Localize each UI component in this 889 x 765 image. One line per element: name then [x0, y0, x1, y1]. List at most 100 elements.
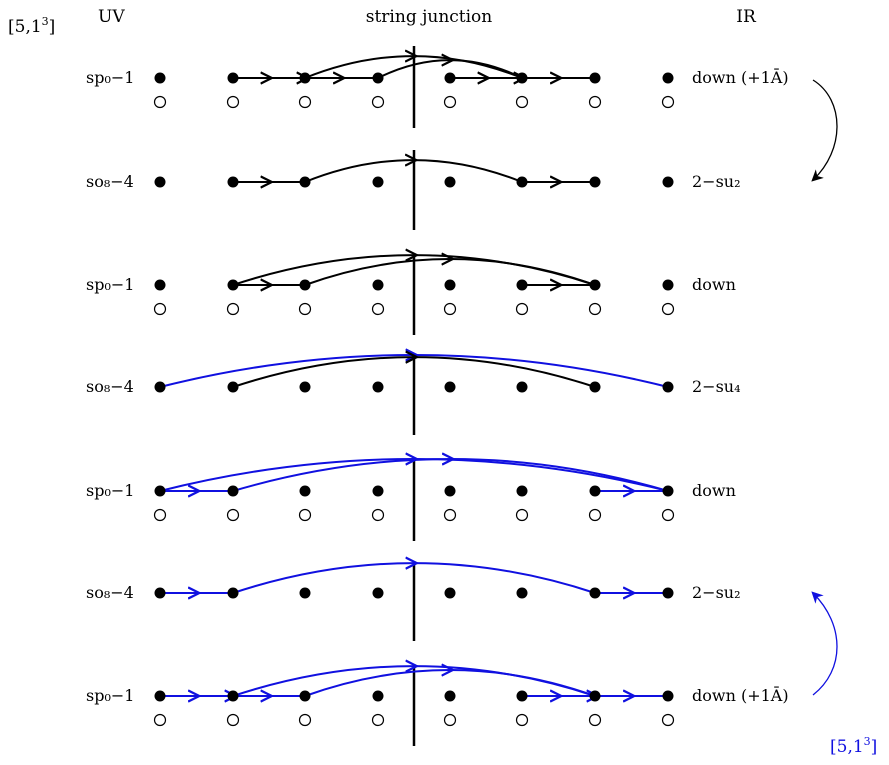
open-node: [661, 713, 675, 727]
ir-header: IR: [736, 7, 757, 27]
open-node: [588, 508, 602, 522]
open-node: [443, 95, 457, 109]
string-arc-black: [377, 60, 523, 79]
row-uv-label: so₈−4: [86, 172, 134, 191]
open-node: [153, 713, 167, 727]
open-node: [515, 713, 529, 727]
filled-node: [227, 587, 239, 599]
row-uv-label: sp₀−1: [86, 481, 134, 500]
open-node: [661, 508, 675, 522]
filled-node: [299, 485, 311, 497]
filled-node: [589, 279, 601, 291]
filled-node: [589, 485, 601, 497]
filled-node: [444, 72, 456, 84]
filled-node: [372, 279, 384, 291]
open-node: [298, 95, 312, 109]
string-arc-black: [304, 160, 523, 183]
filled-node: [154, 690, 166, 702]
open-node: [661, 95, 675, 109]
filled-node: [444, 485, 456, 497]
row-uv-label: so₈−4: [86, 377, 134, 396]
open-node: [443, 508, 457, 522]
row-ir-label: 2−su₂: [692, 583, 741, 602]
filled-node: [444, 176, 456, 188]
open-node: [515, 302, 529, 316]
open-node: [298, 302, 312, 316]
row-uv-label: sp₀−1: [86, 686, 134, 705]
transition-arrow-down: [811, 79, 838, 182]
filled-node: [299, 381, 311, 393]
row-2: so₈−4 2−su₂: [86, 150, 741, 230]
filled-node: [154, 279, 166, 291]
filled-node: [372, 690, 384, 702]
filled-node: [154, 72, 166, 84]
open-node: [371, 302, 385, 316]
string-arc-black: [304, 56, 523, 79]
filled-node: [516, 381, 528, 393]
filled-node: [444, 279, 456, 291]
open-node: [298, 508, 312, 522]
row-ir-label: down (+1Ā): [692, 685, 789, 705]
open-node: [153, 302, 167, 316]
uv-header: UV: [98, 7, 125, 27]
filled-node: [154, 176, 166, 188]
open-node: [298, 713, 312, 727]
filled-node: [516, 176, 528, 188]
filled-node: [227, 485, 239, 497]
filled-node: [589, 587, 601, 599]
filled-node: [154, 587, 166, 599]
row-uv-label: sp₀−1: [86, 68, 134, 87]
filled-node: [589, 72, 601, 84]
filled-node: [227, 381, 239, 393]
open-node: [226, 302, 240, 316]
string-arc-blue: [304, 670, 596, 697]
row-ir-label: 2−su₂: [692, 172, 741, 191]
filled-node: [372, 176, 384, 188]
open-node: [515, 95, 529, 109]
open-node: [153, 508, 167, 522]
transition-arrow-up: [811, 591, 838, 696]
open-node: [661, 302, 675, 316]
filled-node: [299, 690, 311, 702]
filled-node: [516, 485, 528, 497]
filled-node: [444, 587, 456, 599]
row-uv-label: sp₀−1: [86, 275, 134, 294]
corner-label-top: [5,13]: [8, 15, 55, 37]
row-ir-label: down: [692, 275, 736, 294]
open-node: [226, 95, 240, 109]
open-node: [226, 713, 240, 727]
filled-node: [299, 176, 311, 188]
filled-node: [444, 690, 456, 702]
row-4: so₈−4 2−su₄: [86, 355, 741, 435]
filled-node: [662, 690, 674, 702]
open-node: [443, 302, 457, 316]
filled-node: [516, 587, 528, 599]
filled-node: [372, 587, 384, 599]
filled-node: [662, 485, 674, 497]
open-node: [226, 508, 240, 522]
row-ir-label: down (+1Ā): [692, 67, 789, 87]
filled-node: [227, 176, 239, 188]
string-arc-blue: [232, 459, 669, 492]
open-node: [371, 95, 385, 109]
open-node: [588, 302, 602, 316]
filled-node: [299, 279, 311, 291]
filled-node: [372, 485, 384, 497]
row-ir-label: 2−su₄: [692, 377, 741, 396]
open-node: [588, 713, 602, 727]
filled-node: [372, 72, 384, 84]
filled-node: [662, 176, 674, 188]
open-node: [153, 95, 167, 109]
filled-node: [227, 279, 239, 291]
row-1: sp₀−1 down (+1Ā): [86, 46, 789, 128]
open-node: [443, 713, 457, 727]
open-node: [588, 95, 602, 109]
string-arc-black: [232, 357, 596, 388]
open-node: [371, 713, 385, 727]
junction-header: string junction: [366, 7, 493, 27]
filled-node: [372, 381, 384, 393]
filled-node: [662, 587, 674, 599]
